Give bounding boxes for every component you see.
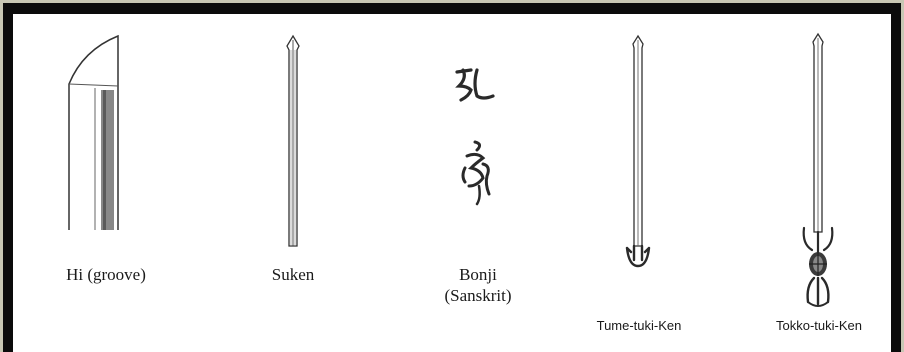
diagram-panel: Hi (groove) Suken Bonji (Sanskrit)	[13, 14, 891, 352]
hi-groove-blade-icon	[63, 32, 133, 232]
tume-tuki-ken-icon	[623, 34, 653, 269]
hi-groove-label: Hi (groove)	[51, 264, 161, 285]
hi-groove-figure	[63, 32, 133, 232]
tokko-tuki-ken-figure	[798, 32, 838, 317]
suken-figure	[283, 34, 303, 249]
tokko-tuki-ken-icon	[798, 32, 838, 317]
tume-tuki-ken-label: Tume-tuki-Ken	[579, 318, 699, 333]
bonji-figure	[453, 64, 503, 224]
tume-tuki-ken-figure	[623, 34, 653, 269]
tokko-tuki-ken-label: Tokko-tuki-Ken	[756, 318, 882, 333]
suken-sword-icon	[283, 34, 303, 249]
bonji-label-line2: (Sanskrit)	[423, 285, 533, 306]
suken-label: Suken	[243, 264, 343, 285]
bonji-sanskrit-characters-icon	[453, 64, 503, 224]
bonji-label-line1: Bonji	[433, 264, 523, 285]
